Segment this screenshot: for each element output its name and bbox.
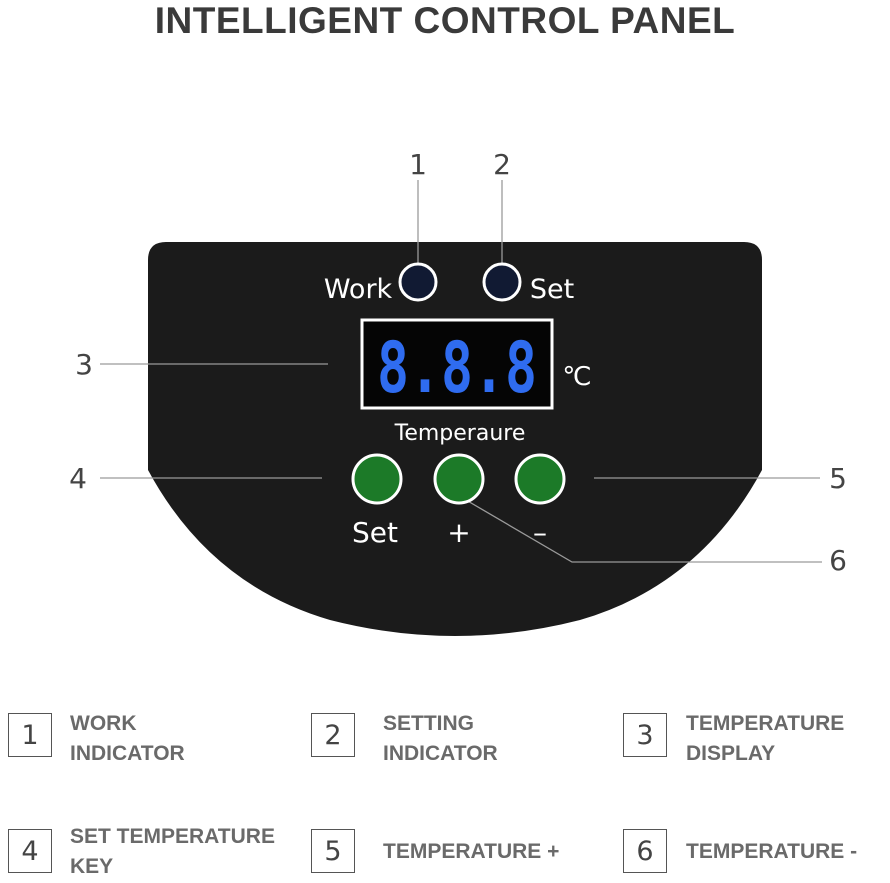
legend-box-4: 4 <box>8 829 52 873</box>
panel-body <box>148 242 762 636</box>
callout-6: 6 <box>829 544 847 577</box>
callout-4: 4 <box>69 462 87 495</box>
temperature-unit: ℃ <box>562 362 591 392</box>
legend-4-line2: KEY <box>70 855 114 878</box>
minus-button[interactable] <box>514 453 566 505</box>
legend-text-1: WORK INDICATOR <box>70 709 185 769</box>
work-indicator-label: Work <box>324 274 393 305</box>
legend-5-line1: TEMPERATURE + <box>383 840 560 863</box>
legend-text-3: TEMPERATURE DISPLAY <box>686 709 844 769</box>
set-key-button[interactable] <box>351 453 403 505</box>
legend-text-5: TEMPERATURE + <box>383 837 559 867</box>
legend-box-5: 5 <box>311 829 355 873</box>
minus-label: – <box>533 516 547 549</box>
leader-line-6 <box>465 499 822 563</box>
legend-box-2: 2 <box>311 713 355 757</box>
callout-3: 3 <box>75 348 93 381</box>
work-indicator-light <box>398 262 438 302</box>
legend-text-6: TEMPERATURE - <box>686 837 857 867</box>
display-label: Temperaure <box>394 421 526 446</box>
legend-2-line1: SETTING <box>383 712 475 735</box>
plus-label: + <box>447 516 470 549</box>
legend-1-line2: INDICATOR <box>70 742 185 765</box>
legend-3-line2: DISPLAY <box>686 742 776 765</box>
display-digits: 8.8.8 <box>377 327 537 409</box>
legend-1-line1: WORK <box>70 712 137 735</box>
callout-2: 2 <box>493 148 511 181</box>
legend-text-2: SETTING INDICATOR <box>383 709 498 769</box>
temperature-display <box>360 318 554 410</box>
legend-6-line1: TEMPERATURE - <box>686 840 858 863</box>
set-indicator-label: Set <box>530 274 574 305</box>
page-title: INTELLIGENT CONTROL PANEL <box>154 0 736 41</box>
legend-box-3: 3 <box>623 713 667 757</box>
legend-box-1: 1 <box>8 713 52 757</box>
leader-lines <box>100 180 822 563</box>
legend-2-line2: INDICATOR <box>383 742 498 765</box>
callout-5: 5 <box>829 462 847 495</box>
legend-3-line1: TEMPERATURE <box>686 712 845 735</box>
plus-button[interactable] <box>433 453 485 505</box>
set-indicator-light <box>482 262 522 302</box>
legend-text-4: SET TEMPERATURE KEY <box>70 822 275 882</box>
callout-1: 1 <box>409 148 427 181</box>
legend-4-line1: SET TEMPERATURE <box>70 825 275 848</box>
legend-box-6: 6 <box>623 829 667 873</box>
set-key-label: Set <box>352 516 398 549</box>
